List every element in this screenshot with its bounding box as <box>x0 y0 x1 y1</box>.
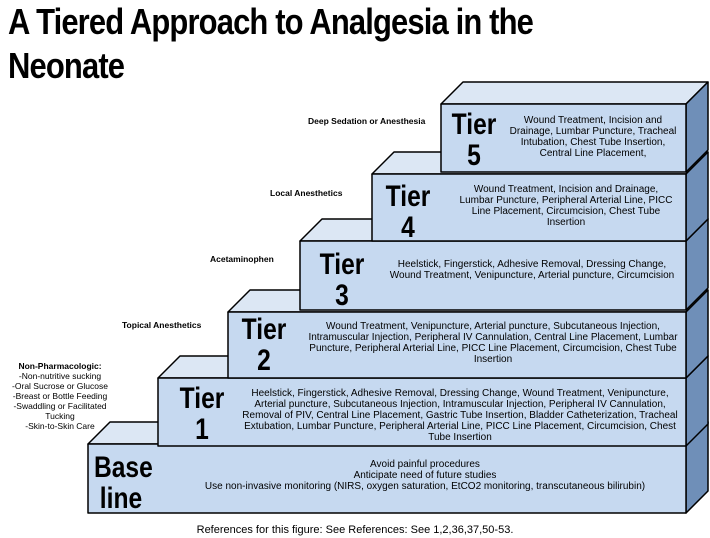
tier-2-side-label: Topical Anesthetics <box>122 320 202 330</box>
non-pharmacologic-item: -Breast or Bottle Feeding <box>12 391 108 401</box>
tier-4-side-label: Local Anesthetics <box>270 188 343 198</box>
figure-title-line2: Neonate <box>8 45 125 86</box>
non-pharmacologic-title: Non-Pharmacologic: <box>18 361 102 371</box>
tier-3-side-label: Acetaminophen <box>210 254 274 264</box>
non-pharmacologic-item: -Non-nutritive sucking <box>18 371 102 381</box>
tier-2-description: Wound Treatment, Venipuncture, Arterial … <box>308 321 678 365</box>
tier-4-description: Wound Treatment, Incision and Drainage, … <box>459 184 673 228</box>
tier-5-description: Wound Treatment, Incision and Drainage, … <box>509 115 677 159</box>
figure-title: A Tiered Approach to Analgesia in the Ne… <box>8 0 558 88</box>
non-pharmacologic-item: -Oral Sucrose or Glucose <box>12 381 108 391</box>
non-pharmacologic-list: Non-Pharmacologic: -Non-nutritive suckin… <box>0 361 120 431</box>
figure-title-line1: A Tiered Approach to Analgesia in the <box>8 1 534 42</box>
step-tier-5 <box>440 81 709 173</box>
tier-baseline-description: Avoid painful procedures Anticipate need… <box>204 459 646 492</box>
references-footer: References for this figure: See Referenc… <box>196 524 514 536</box>
non-pharmacologic-item: -Swaddling or Facilitated Tucking <box>13 401 107 421</box>
tier-5-side-label: Deep Sedation or Anesthesia <box>308 116 426 126</box>
tier-1-description: Heelstick, Fingerstick, Adhesive Removal… <box>242 388 678 443</box>
tier-3-description: Heelstick, Fingerstick, Adhesive Removal… <box>389 259 675 281</box>
non-pharmacologic-item: -Skin-to-Skin Care <box>25 421 95 431</box>
